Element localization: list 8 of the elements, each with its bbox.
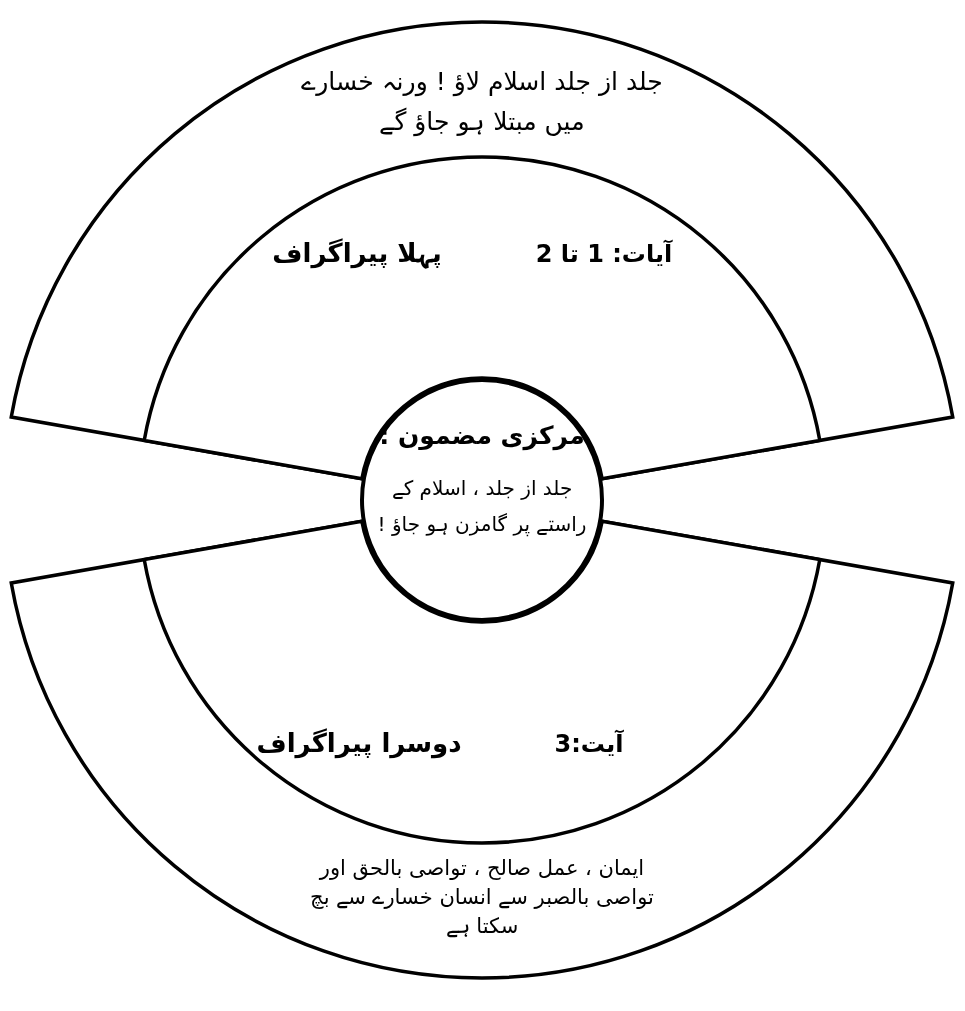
central-circle	[360, 378, 604, 622]
paragraph-heading: پہلا پیراگراف	[271, 237, 443, 271]
verse-range: آیات: 1 تا 2	[534, 238, 674, 270]
paragraph-heading: دوسرا پیراگراف	[255, 727, 463, 761]
verse-number: آیت:3	[553, 728, 625, 760]
band-text: جلد از جلد اسلام لاؤ ! ورنہ خسارے میں مبتلا ہو جاؤ گے	[300, 66, 664, 139]
central-theme-text: جلد از جلد ، اسلام کے راستے پر گامزن ہو جاؤ !	[377, 475, 587, 539]
band-text: ایمان ، عمل صالح ، تواصی بالحق اور تواصی بالصبر سے انسان خسارے سے بچ سکتا ہے	[309, 855, 655, 940]
